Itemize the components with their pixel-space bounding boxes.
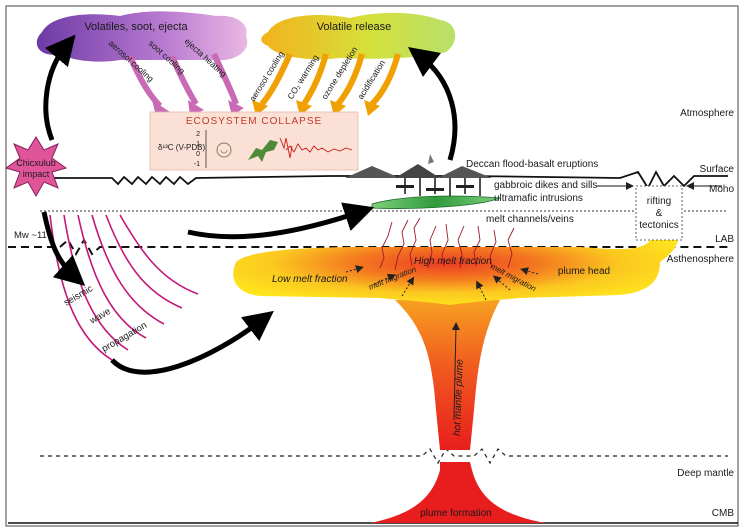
plume-formation-label: plume formation — [420, 508, 492, 519]
dike-system — [345, 154, 492, 196]
intrusions-label: ultramafic intrusions — [494, 193, 583, 204]
eco-tick-2: 0 — [196, 151, 200, 158]
low-melt-label: Low melt fraction — [272, 274, 348, 285]
melt-channels-label: melt channels/veins — [486, 214, 574, 225]
seismic-wave-arcs — [49, 214, 199, 361]
rifting-label-3: tectonics — [639, 220, 678, 231]
ecosystem-axis-label: δ¹³C (V-PDB) — [158, 143, 205, 152]
ecosystem-collapse-panel: ECOSYSTEM COLLAPSE δ¹³C (V-PDB) 2 1 0 -1 — [149, 111, 359, 171]
volcano-right-icon — [438, 166, 492, 178]
plume-stem-label: hot mantle plume — [452, 359, 466, 436]
plume-head-label: plume head — [558, 266, 610, 277]
layer-label-cmb: CMB — [712, 508, 735, 519]
dinosaur-icon — [248, 140, 278, 162]
layer-label-deep-mantle: Deep mantle — [677, 468, 734, 479]
melt-migration-arrows — [345, 265, 539, 421]
eco-tick-0: 2 — [196, 131, 200, 138]
high-melt-label: High melt fraction — [414, 256, 492, 267]
plume-head — [233, 228, 678, 305]
plume-base — [370, 462, 545, 523]
eco-tick-3: -1 — [194, 161, 200, 168]
volcano-center-icon — [395, 164, 440, 178]
ultramafic-melt-lens — [371, 195, 501, 209]
plume-stem — [395, 300, 500, 450]
impact-label-2: impact — [23, 169, 50, 179]
rifting-label-1: rifting — [647, 196, 671, 207]
eruptions-label: Deccan flood-basalt eruptions — [466, 159, 598, 170]
lab-line — [8, 237, 728, 257]
rifting-label-2: & — [656, 208, 663, 219]
ecosystem-title: ECOSYSTEM COLLAPSE — [186, 116, 322, 127]
impact-magnitude: Mw ~11 — [14, 230, 47, 241]
layer-label-lab: LAB — [715, 234, 734, 245]
layer-label-asthenosphere: Asthenosphere — [667, 254, 735, 265]
impact-label-1: Chicxulub — [16, 158, 56, 168]
layer-label-moho: Moho — [709, 184, 734, 195]
melt-channel-veins — [379, 217, 515, 271]
outer-frame — [5, 5, 739, 527]
volatiles-title: Volatiles, soot, ejecta — [84, 21, 188, 33]
rifting-box: rifting & tectonics — [596, 182, 722, 241]
eco-tick-1: 1 — [196, 141, 200, 148]
volatile-release-title: Volatile release — [317, 21, 392, 33]
arrowhead-acidification — [364, 100, 380, 116]
seismic-word-3: propagation — [100, 320, 149, 355]
ammonite-icon — [216, 142, 232, 158]
orange-effect-arrows — [259, 52, 401, 107]
volcano-left-icon — [345, 166, 400, 178]
deep-mantle-line — [40, 448, 728, 465]
causal-arrows — [41, 34, 458, 375]
layer-label-atmosphere: Atmosphere — [680, 108, 734, 119]
volatile-release-cloud — [261, 12, 456, 60]
volatiles-cloud — [36, 11, 248, 62]
dikes-label: gabbroic dikes and sills — [494, 180, 597, 191]
purple-effect-arrows — [127, 52, 239, 109]
layer-label-surface: Surface — [700, 164, 735, 175]
impact-star-icon — [4, 136, 68, 198]
carbon-isotope-curve — [285, 143, 353, 153]
